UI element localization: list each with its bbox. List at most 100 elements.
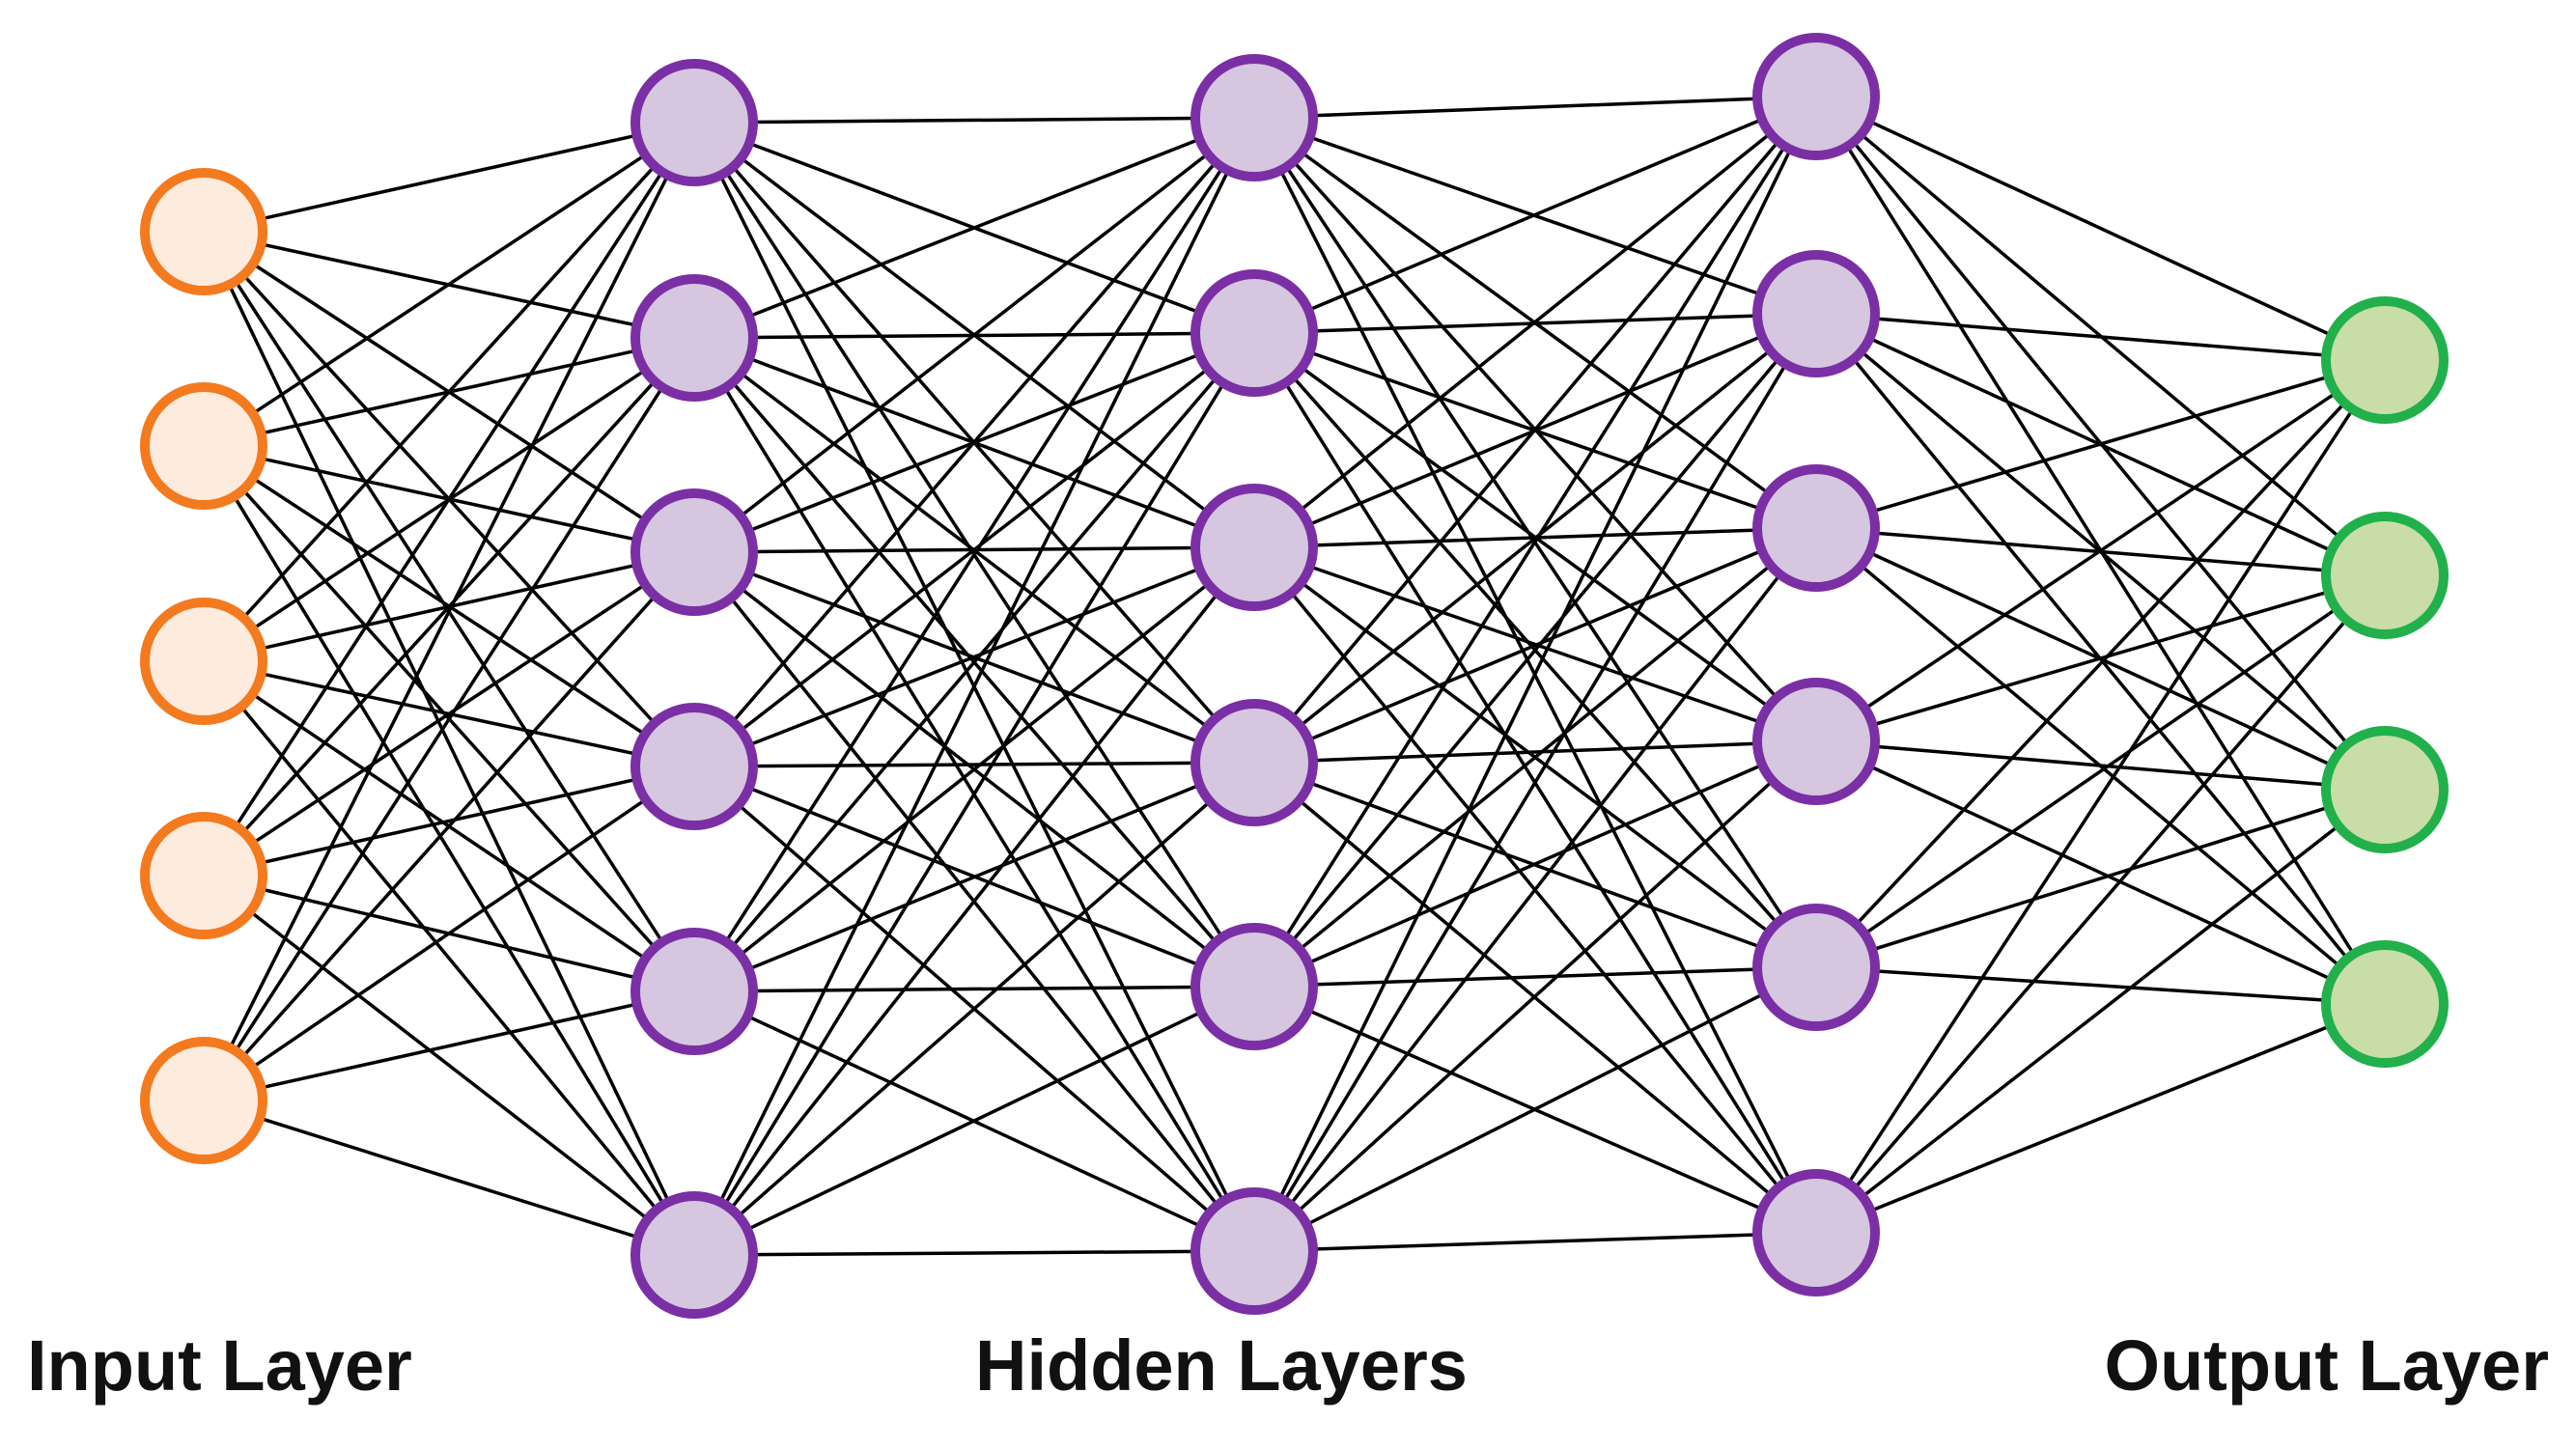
input-neuron-l0-0 <box>140 168 267 295</box>
edge-l0-4-to-2 <box>241 595 657 1058</box>
edge-l0-2-to-0 <box>241 164 657 620</box>
edge-l1-4-to-0 <box>724 166 1224 943</box>
edge-l0-3-to-0 <box>234 171 664 827</box>
hidden-neuron-l3-2 <box>1752 464 1880 592</box>
edge-l1-5-to-2 <box>729 592 1219 1211</box>
output-neuron-l4-1 <box>2321 512 2449 639</box>
edge-l0-1-to-5 <box>233 495 665 1206</box>
edge-l0-3-to-5 <box>249 909 649 1221</box>
edge-l0-3-to-2 <box>251 583 647 845</box>
edge-l1-4-to-2 <box>739 582 1210 957</box>
edge-l2-4-to-1 <box>1290 357 1780 943</box>
hidden-layers-label: Hidden Layers <box>975 1325 1468 1406</box>
edge-l1-4-to-3 <box>747 783 1201 971</box>
output-neuron-l4-3 <box>2321 940 2449 1068</box>
hidden-neuron-l2-2 <box>1190 484 1318 611</box>
edge-l2-4-to-4 <box>1312 967 1758 987</box>
neurons <box>140 33 2449 1319</box>
edge-l0-3-to-1 <box>241 379 657 834</box>
connections <box>227 97 2356 1257</box>
hidden-neuron-l1-5 <box>630 1191 758 1319</box>
edge-l3-1-to-0 <box>1874 317 2327 357</box>
hidden-neuron-l3-1 <box>1752 250 1880 377</box>
edge-l3-3-to-0 <box>1863 391 2338 711</box>
edge-l1-1-to-0 <box>748 137 1200 319</box>
hidden-neuron-l2-4 <box>1190 923 1318 1050</box>
edge-l2-5-to-5 <box>1312 1233 1758 1251</box>
hidden-neuron-l2-1 <box>1190 269 1318 397</box>
output-neuron-l4-2 <box>2321 726 2449 853</box>
edge-l3-3-to-3 <box>1868 765 2333 981</box>
hidden-neuron-l1-2 <box>630 488 758 616</box>
edge-l1-0-to-0 <box>752 116 1196 125</box>
edge-l2-5-to-3 <box>1297 779 1774 1213</box>
edge-l2-4-to-0 <box>1284 145 1786 938</box>
edge-l1-2-to-0 <box>740 153 1209 517</box>
hidden-neuron-l3-3 <box>1752 678 1880 805</box>
input-layer-label: Input Layer <box>27 1325 412 1406</box>
edge-l2-3-to-3 <box>1312 741 1758 763</box>
output-layer-label: Output Layer <box>2104 1325 2549 1406</box>
edge-l0-1-to-0 <box>251 153 647 415</box>
edge-l3-4-to-1 <box>1863 607 2338 935</box>
hidden-neuron-l2-0 <box>1190 54 1318 181</box>
edge-l1-3-to-0 <box>731 161 1218 723</box>
edge-l1-5-to-5 <box>752 1249 1196 1257</box>
edge-l0-0-to-5 <box>227 284 671 1203</box>
input-neuron-l0-1 <box>140 382 267 510</box>
edge-l3-4-to-0 <box>1855 402 2346 926</box>
edge-l0-4-to-3 <box>251 797 647 1070</box>
edge-l3-5-to-0 <box>1846 408 2355 1184</box>
edge-l2-4-to-2 <box>1299 564 1772 951</box>
edge-l3-0-to-0 <box>1868 120 2333 337</box>
hidden-neuron-l1-4 <box>630 928 758 1055</box>
edge-l1-3-to-3 <box>752 761 1196 768</box>
edge-l2-5-to-2 <box>1289 573 1781 1206</box>
edge-l1-4-to-4 <box>752 985 1196 993</box>
edge-l0-4-to-0 <box>228 174 670 1049</box>
output-neuron-l4-0 <box>2321 296 2449 424</box>
input-neuron-l0-3 <box>140 812 267 939</box>
edge-l1-5-to-3 <box>737 799 1212 1218</box>
edge-l2-3-to-0 <box>1290 140 1780 719</box>
edge-l2-5-to-1 <box>1282 363 1788 1202</box>
edge-l1-4-to-1 <box>731 376 1218 948</box>
edge-l3-4-to-3 <box>1874 969 2327 1002</box>
edge-l0-2-to-5 <box>239 705 658 1212</box>
edge-l3-3-to-1 <box>1872 590 2329 727</box>
edge-l3-5-to-3 <box>1869 1024 2332 1212</box>
hidden-neuron-l1-0 <box>630 59 758 186</box>
edge-l3-4-to-2 <box>1871 805 2330 952</box>
edge-l2-1-to-0 <box>1307 118 1763 312</box>
edge-l2-5-to-4 <box>1305 991 1765 1227</box>
hidden-neuron-l1-3 <box>630 703 758 830</box>
edge-l0-3-to-3 <box>261 777 637 865</box>
edge-l3-3-to-2 <box>1874 744 2327 787</box>
edge-l3-5-to-1 <box>1853 618 2348 1190</box>
input-neuron-l0-4 <box>140 1037 267 1164</box>
input-neuron-l0-2 <box>140 598 267 725</box>
edge-l3-5-to-2 <box>1862 824 2339 1198</box>
edge-l2-5-to-0 <box>1278 149 1792 1199</box>
edge-l0-4-to-1 <box>234 386 664 1052</box>
hidden-neuron-l3-5 <box>1752 1169 1880 1296</box>
edge-l0-4-to-4 <box>261 1002 637 1090</box>
edge-l1-5-to-4 <box>746 1010 1202 1232</box>
edge-l2-0-to-0 <box>1312 97 1758 118</box>
hidden-neuron-l2-5 <box>1190 1187 1318 1315</box>
edge-l0-4-to-5 <box>259 1116 639 1240</box>
edge-l2-3-to-1 <box>1299 348 1772 728</box>
edge-l2-3-to-2 <box>1307 548 1763 742</box>
hidden-neuron-l3-0 <box>1752 33 1880 160</box>
edge-l2-2-to-0 <box>1299 131 1772 513</box>
hidden-neuron-l1-1 <box>630 274 758 402</box>
hidden-neuron-l2-3 <box>1190 699 1318 826</box>
edge-l3-2-to-0 <box>1872 375 2329 514</box>
edge-l1-5-to-0 <box>718 169 1230 1204</box>
edge-l1-5-to-1 <box>723 382 1225 1206</box>
edge-l1-3-to-1 <box>740 367 1209 733</box>
edge-l2-4-to-3 <box>1307 763 1763 965</box>
edge-l0-0-to-0 <box>261 133 637 221</box>
